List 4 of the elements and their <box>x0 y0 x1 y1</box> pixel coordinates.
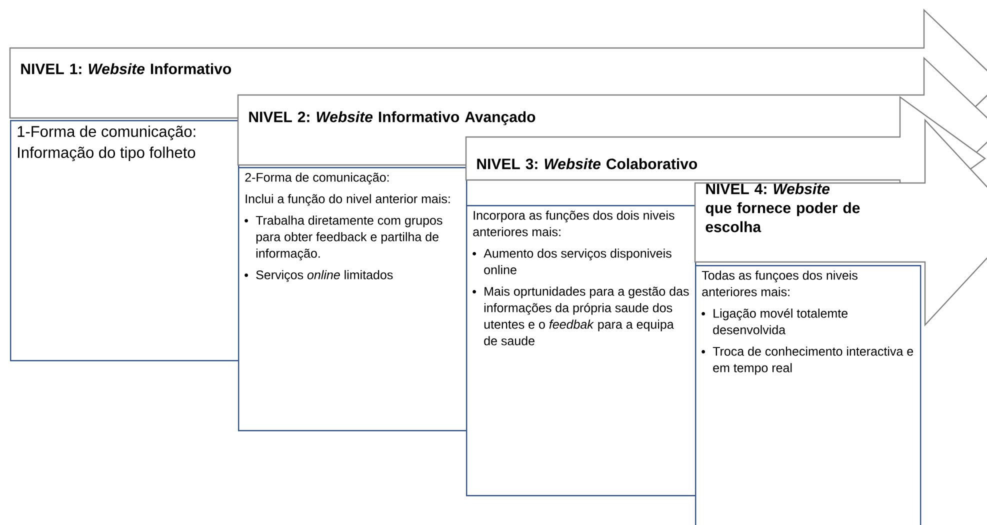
content-box: 2-Forma de comunicação: Inclui a função do nivel anterior mais: Trabalha diretamente com grupos para obter feedback e partilha de informação. Serviços online limitados <box>238 167 468 432</box>
content-box: 1-Forma de comunicação: Informação do tipo folheto <box>10 120 240 362</box>
content-box: Todas as funçoes dos niveis anteriores mais: Ligação movél totalemte desenvolvida Troca de conhecimento interactiva e em tempo real <box>695 265 922 525</box>
content-box: Incorpora as funções dos dois niveis anteriores mais: Aumento dos serviços disponiveis online Mais oprtunidades para a gestão das informações da própria saude dos utentes e o feedbak para a equipa de saude <box>466 205 696 496</box>
